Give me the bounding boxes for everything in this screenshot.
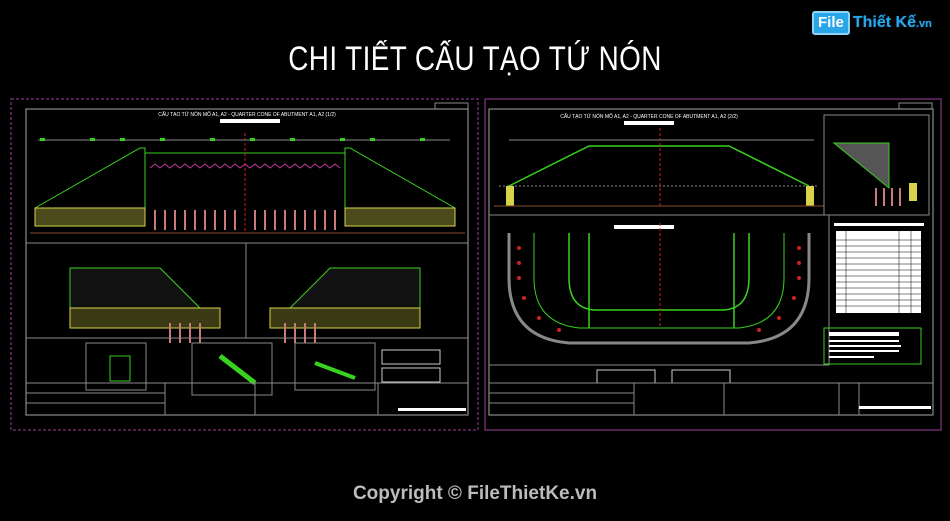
title-block: [488, 382, 934, 416]
logo-file-badge: File: [812, 11, 850, 35]
elevation-view: [30, 133, 465, 234]
section-detail-view: [823, 114, 930, 216]
drawing-sheet-2: CẤU TẠO TỨ NÓN MỐ A1, A2 - QUARTER CONE …: [484, 98, 944, 432]
elevation-view: [494, 128, 824, 208]
detail-views: [85, 342, 441, 396]
page-title: CHI TIẾT CẤU TẠO TỨ NÓN: [288, 40, 662, 78]
plan-view: [488, 214, 830, 384]
sheet-1-heading: CẤU TẠO TỨ NÓN MỐ A1, A2 - QUARTER CONE …: [158, 111, 336, 118]
filethietke-logo[interactable]: File Thiết Kế.vn: [812, 11, 932, 35]
copyright-text: Copyright © FileThietKe.vn: [352, 483, 598, 504]
sheet-2-heading: CẤU TẠO TỨ NÓN MỐ A1, A2 - QUARTER CONE …: [560, 113, 738, 120]
logo-brand-text: Thiết Kế.vn: [852, 14, 932, 31]
quantity-table: [834, 223, 924, 313]
drawing-sheet-1: CẤU TẠO TỨ NÓN MỐ A1, A2 - QUARTER CONE …: [10, 98, 480, 432]
notes-box: [823, 327, 922, 365]
title-block: [25, 382, 469, 416]
half-plan-views: [25, 242, 469, 343]
